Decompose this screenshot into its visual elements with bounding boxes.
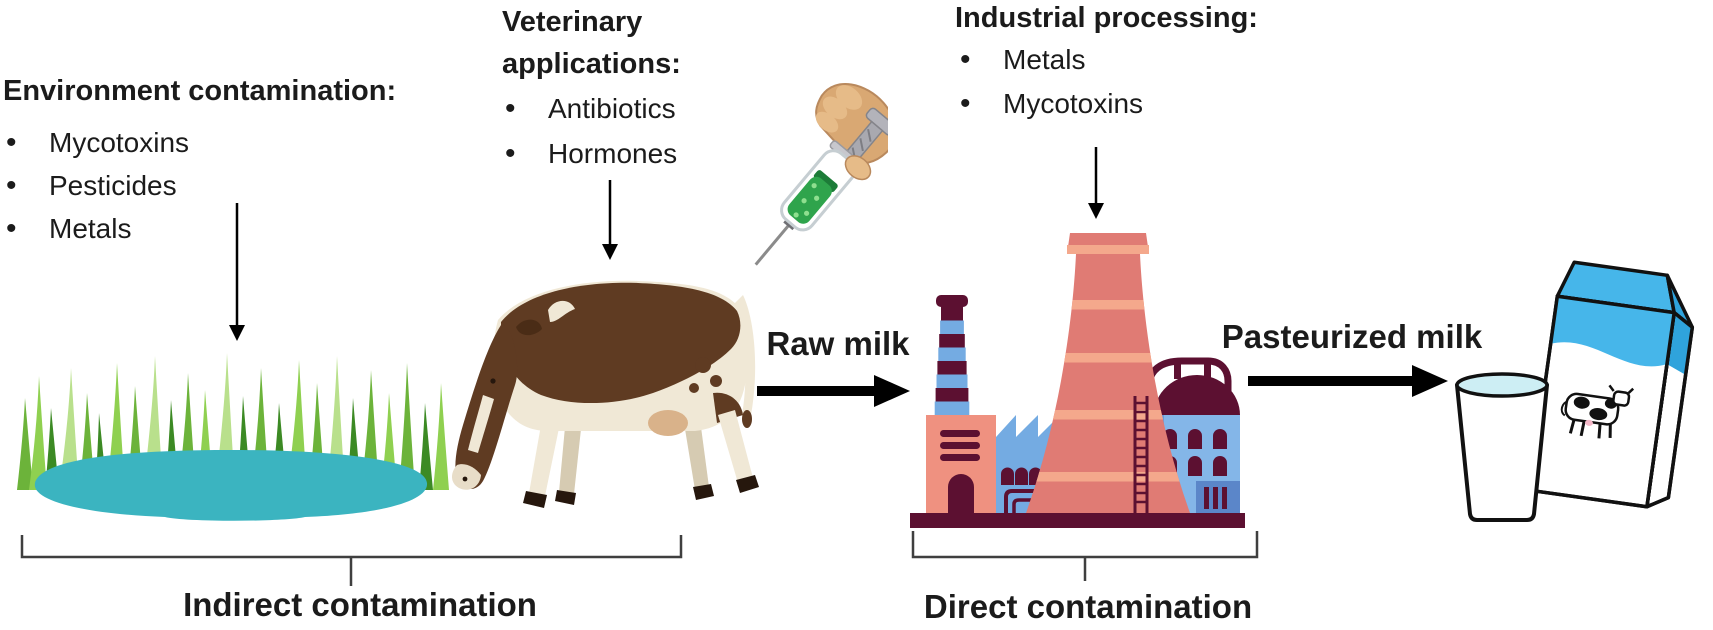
- pasteurized-milk-arrow: [1248, 365, 1448, 397]
- factory-illustration: [910, 233, 1245, 528]
- list-item: Antibiotics: [502, 86, 681, 131]
- veterinary-block: Veterinary applications: Antibiotics Hor…: [502, 4, 681, 176]
- milk-products-illustration: [1455, 260, 1695, 522]
- factory-base: [910, 513, 1245, 528]
- syringe-illustration: [754, 82, 888, 266]
- environment-list: Mycotoxins Pesticides Metals: [3, 121, 189, 250]
- raw-milk-arrow: [757, 375, 910, 407]
- ladder: [1133, 396, 1149, 513]
- cooling-tower: [1026, 233, 1190, 513]
- grass-pond-illustration: [17, 353, 449, 521]
- veterinary-title-line1: Veterinary: [502, 6, 643, 38]
- striped-chimney: [934, 295, 970, 415]
- indirect-bracket: [20, 535, 683, 586]
- veterinary-title-line2: applications:: [502, 48, 681, 80]
- indirect-contamination-label: Indirect contamination: [183, 586, 537, 623]
- syringe-icon: [754, 82, 888, 266]
- industrial-title: Industrial processing:: [955, 2, 1258, 34]
- factory-icon: [910, 233, 1245, 528]
- pasteurized-milk-label: Pasteurized milk: [1221, 318, 1483, 355]
- boiler-house: [926, 415, 996, 513]
- veterinary-list: Antibiotics Hormones: [502, 86, 681, 176]
- cow-illustration: [451, 280, 759, 508]
- list-item: Mycotoxins: [3, 121, 189, 164]
- carton-cow-print: [1560, 384, 1635, 439]
- list-item: Pesticides: [3, 164, 189, 207]
- direct-bracket: [911, 531, 1259, 581]
- direct-contamination-label: Direct contamination: [923, 588, 1253, 625]
- environment-title: Environment contamination:: [3, 75, 397, 107]
- pond-icon: [34, 450, 428, 521]
- milk-carton-icon: [1528, 260, 1695, 509]
- hand-icon: [815, 82, 888, 164]
- veterinary-arrow-down: [602, 180, 618, 260]
- cow-icon: [451, 280, 759, 508]
- milk-glass-icon: [1455, 372, 1549, 522]
- industrial-list: Metals Mycotoxins: [957, 38, 1143, 126]
- industrial-arrow-down: [1088, 147, 1104, 219]
- raw-milk-label: Raw milk: [766, 325, 910, 362]
- list-item: Metals: [3, 207, 189, 250]
- list-item: Metals: [957, 38, 1143, 82]
- list-item: Mycotoxins: [957, 82, 1143, 126]
- list-item: Hormones: [502, 131, 681, 176]
- environment-arrow-down: [229, 203, 245, 341]
